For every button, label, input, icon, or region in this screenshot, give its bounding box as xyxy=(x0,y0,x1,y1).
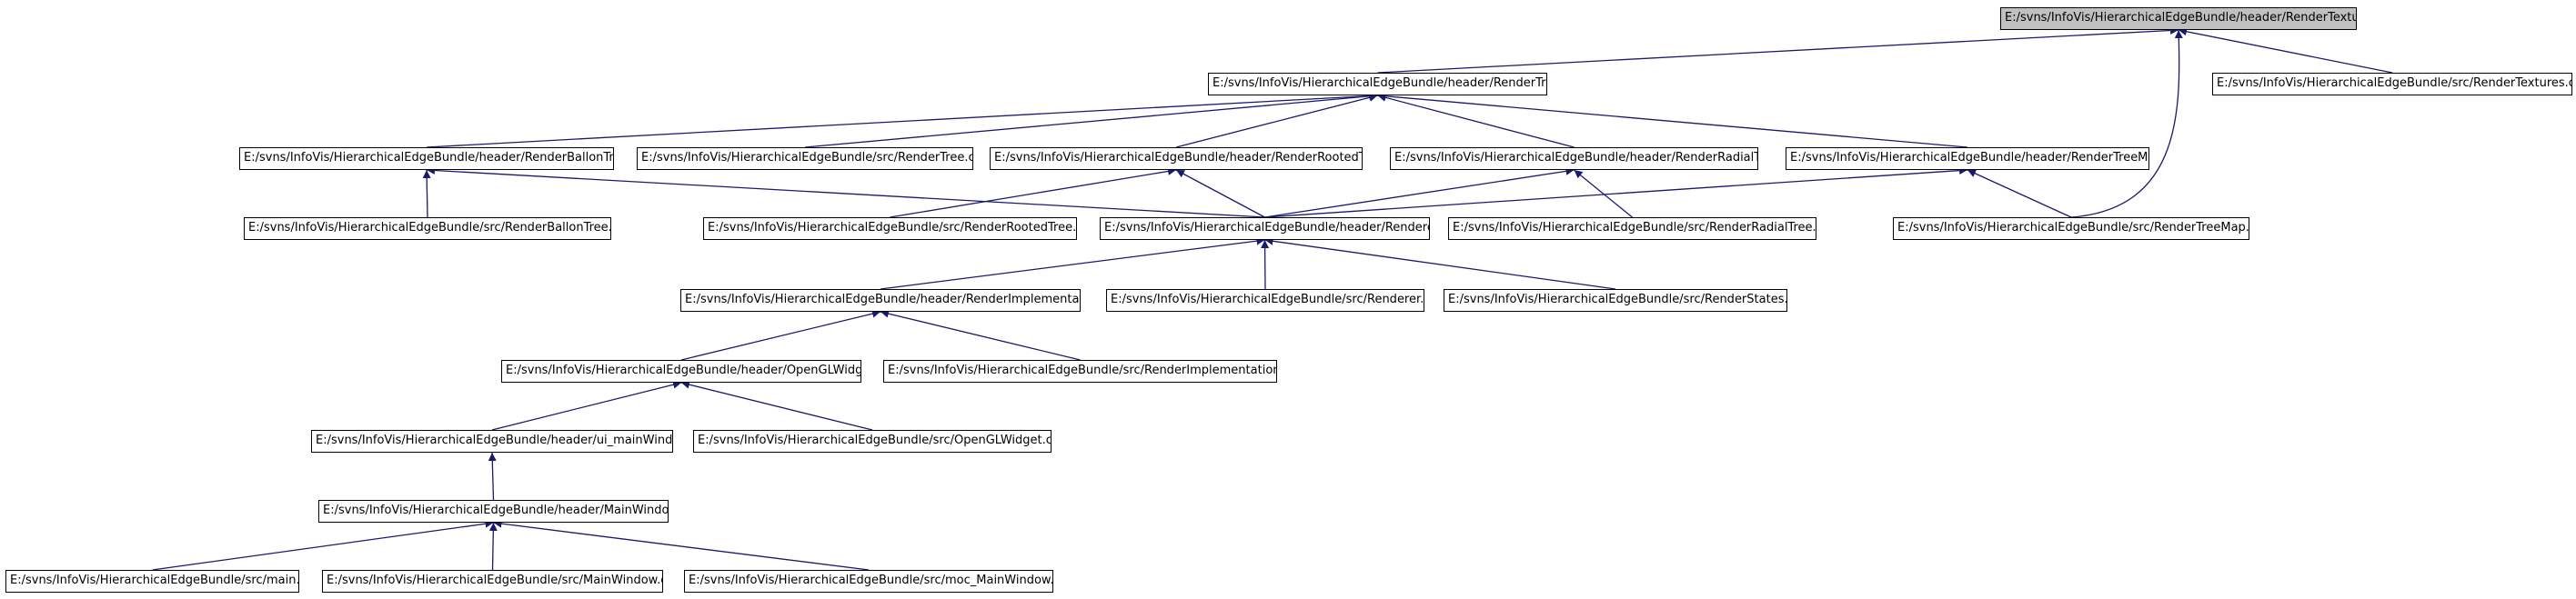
edge-rimpl-cpp-to-rimpl-h xyxy=(880,309,1081,361)
edge-rballon-h-to-rtree-h xyxy=(426,91,1378,148)
edge-mainwin-h-to-uimain-h xyxy=(488,452,497,501)
file-node-mainwin-cpp[interactable]: E:/svns/InfoVis/HierarchicalEdgeBundle/s… xyxy=(322,570,663,593)
file-node-rimpl-cpp[interactable]: E:/svns/InfoVis/HierarchicalEdgeBundle/s… xyxy=(883,360,1277,383)
file-node-rstates-cpp[interactable]: E:/svns/InfoVis/HierarchicalEdgeBundle/s… xyxy=(1444,289,1787,312)
file-node-mainwin-h[interactable]: E:/svns/InfoVis/HierarchicalEdgeBundle/h… xyxy=(318,500,669,523)
edge-rballon-cpp-to-rballon-h xyxy=(422,169,431,218)
edge-rradial-h-to-rtree-h xyxy=(1377,93,1575,148)
edge-rtex-cpp-to-rtex-h xyxy=(2178,27,2393,74)
file-node-uimain-h[interactable]: E:/svns/InfoVis/HierarchicalEdgeBundle/h… xyxy=(311,430,673,453)
edge-rimpl-h-to-renderer-h xyxy=(880,236,1265,290)
edge-renderer-h-to-rrooted-h xyxy=(1175,169,1265,218)
file-node-rradial-cpp[interactable]: E:/svns/InfoVis/HierarchicalEdgeBundle/s… xyxy=(1448,217,1816,240)
edge-renderer-h-to-rtreemap-h xyxy=(1264,166,1968,218)
file-node-rtex-cpp[interactable]: E:/svns/InfoVis/HierarchicalEdgeBundle/s… xyxy=(2212,73,2572,95)
edge-uimain-h-to-ogl-h xyxy=(491,380,682,431)
file-node-rtreemap-h[interactable]: E:/svns/InfoVis/HierarchicalEdgeBundle/h… xyxy=(1786,147,2149,170)
edge-rtreemap-h-to-rtree-h xyxy=(1377,92,1968,148)
edge-renderer-h-to-rradial-h xyxy=(1264,166,1575,218)
file-node-renderer-cpp[interactable]: E:/svns/InfoVis/HierarchicalEdgeBundle/s… xyxy=(1106,289,1424,312)
file-node-rrooted-cpp[interactable]: E:/svns/InfoVis/HierarchicalEdgeBundle/s… xyxy=(703,217,1077,240)
edge-renderer-cpp-to-renderer-h xyxy=(1261,239,1270,290)
file-node-rtree-h[interactable]: E:/svns/InfoVis/HierarchicalEdgeBundle/h… xyxy=(1208,73,1547,95)
edge-ogl-cpp-to-ogl-h xyxy=(680,380,873,431)
file-node-rradial-h[interactable]: E:/svns/InfoVis/HierarchicalEdgeBundle/h… xyxy=(1390,147,1758,170)
edge-mainwin-cpp-to-mainwin-h xyxy=(488,522,498,571)
file-node-ogl-h[interactable]: E:/svns/InfoVis/HierarchicalEdgeBundle/h… xyxy=(501,360,861,383)
file-node-rimpl-h[interactable]: E:/svns/InfoVis/HierarchicalEdgeBundle/h… xyxy=(680,289,1081,312)
edge-rtree-h-to-rtex-h xyxy=(1377,25,2179,74)
file-node-rballon-cpp[interactable]: E:/svns/InfoVis/HierarchicalEdgeBundle/s… xyxy=(244,217,611,240)
file-node-rrooted-h[interactable]: E:/svns/InfoVis/HierarchicalEdgeBundle/h… xyxy=(990,147,1363,170)
file-node-rtree-cpp[interactable]: E:/svns/InfoVis/HierarchicalEdgeBundle/s… xyxy=(637,147,973,170)
edge-moc-cpp-to-mainwin-h xyxy=(493,519,870,571)
file-node-rballon-h[interactable]: E:/svns/InfoVis/HierarchicalEdgeBundle/h… xyxy=(239,147,614,170)
edge-rstates-cpp-to-renderer-h xyxy=(1264,236,1616,290)
edge-rrooted-cpp-to-rrooted-h xyxy=(890,167,1177,218)
edge-rtreemap-cpp-to-rtex-h xyxy=(2070,29,2183,218)
file-node-ogl-cpp[interactable]: E:/svns/InfoVis/HierarchicalEdgeBundle/s… xyxy=(693,430,1052,453)
edge-rradial-cpp-to-rradial-h xyxy=(1574,169,1633,218)
edge-main-cpp-to-mainwin-h xyxy=(152,519,494,571)
edge-ogl-h-to-rimpl-h xyxy=(680,309,881,361)
edge-rtree-cpp-to-rtree-h xyxy=(804,92,1378,148)
file-node-main-cpp[interactable]: E:/svns/InfoVis/HierarchicalEdgeBundle/s… xyxy=(5,570,299,593)
file-node-rtex-h[interactable]: E:/svns/InfoVis/HierarchicalEdgeBundle/h… xyxy=(2000,7,2357,30)
file-node-moc-cpp[interactable]: E:/svns/InfoVis/HierarchicalEdgeBundle/s… xyxy=(684,570,1053,593)
edge-renderer-h-to-rballon-h xyxy=(426,166,1265,218)
edge-rrooted-h-to-rtree-h xyxy=(1175,93,1378,148)
file-node-renderer-h[interactable]: E:/svns/InfoVis/HierarchicalEdgeBundle/h… xyxy=(1100,217,1430,240)
edge-rtreemap-cpp-to-rtreemap-h xyxy=(1967,169,2072,218)
file-node-rtreemap-cpp[interactable]: E:/svns/InfoVis/HierarchicalEdgeBundle/s… xyxy=(1893,217,2249,240)
